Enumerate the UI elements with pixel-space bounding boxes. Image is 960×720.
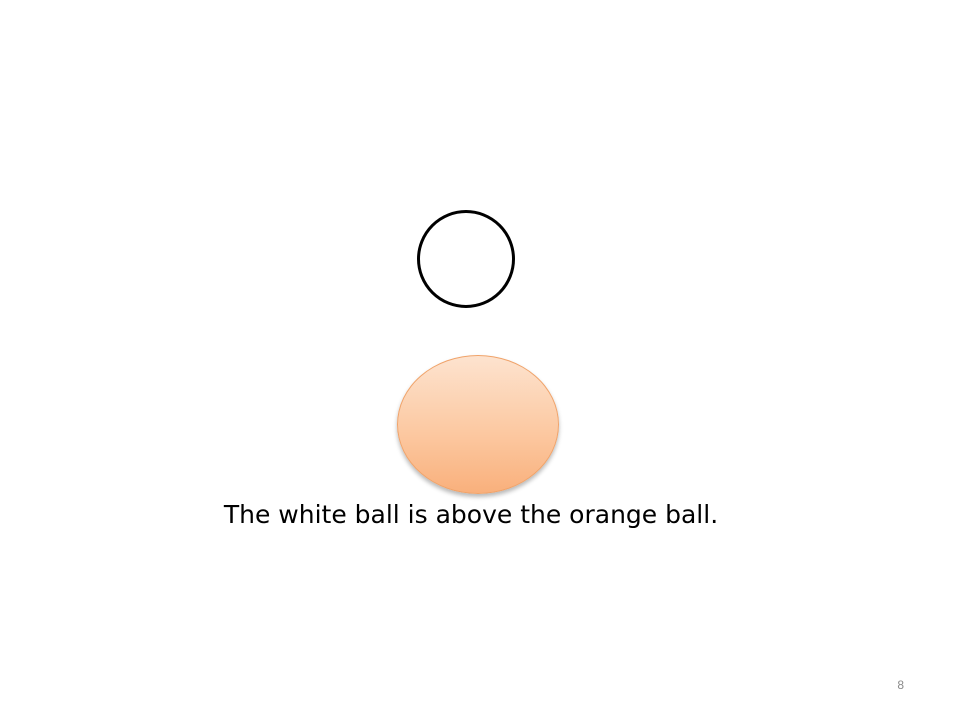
page-number: 8 bbox=[897, 678, 904, 692]
white-ball bbox=[417, 210, 515, 308]
orange-ball bbox=[397, 355, 559, 494]
slide-caption: The white ball is above the orange ball. bbox=[223, 500, 719, 529]
